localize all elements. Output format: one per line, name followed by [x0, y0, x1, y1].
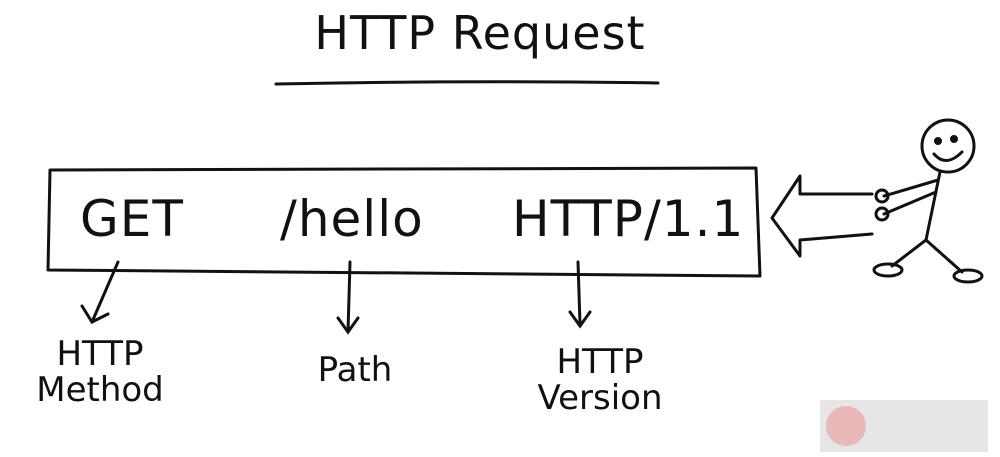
watermark-logo-icon	[826, 406, 866, 446]
label-path: Path	[317, 350, 393, 390]
push-arrow	[770, 174, 874, 258]
label-http-version: HTTP Version	[520, 344, 680, 416]
arrow-method	[80, 260, 120, 324]
request-path: /hello	[280, 190, 424, 248]
label-http-method: HTTP Method	[20, 336, 180, 408]
title-underline	[274, 80, 660, 86]
label-version-line2: Version	[537, 378, 663, 418]
watermark-logo	[820, 400, 988, 452]
label-method-line1: HTTP	[56, 334, 144, 374]
request-version: HTTP/1.1	[512, 190, 745, 248]
request-line-box	[46, 166, 762, 278]
label-version-line1: HTTP	[556, 342, 644, 382]
diagram-title: HTTP Request	[314, 6, 646, 60]
request-method: GET	[80, 190, 184, 248]
label-method-line2: Method	[36, 370, 164, 410]
arrow-version	[568, 260, 592, 329]
stick-figure-icon	[872, 118, 984, 284]
arrow-path	[336, 260, 360, 335]
